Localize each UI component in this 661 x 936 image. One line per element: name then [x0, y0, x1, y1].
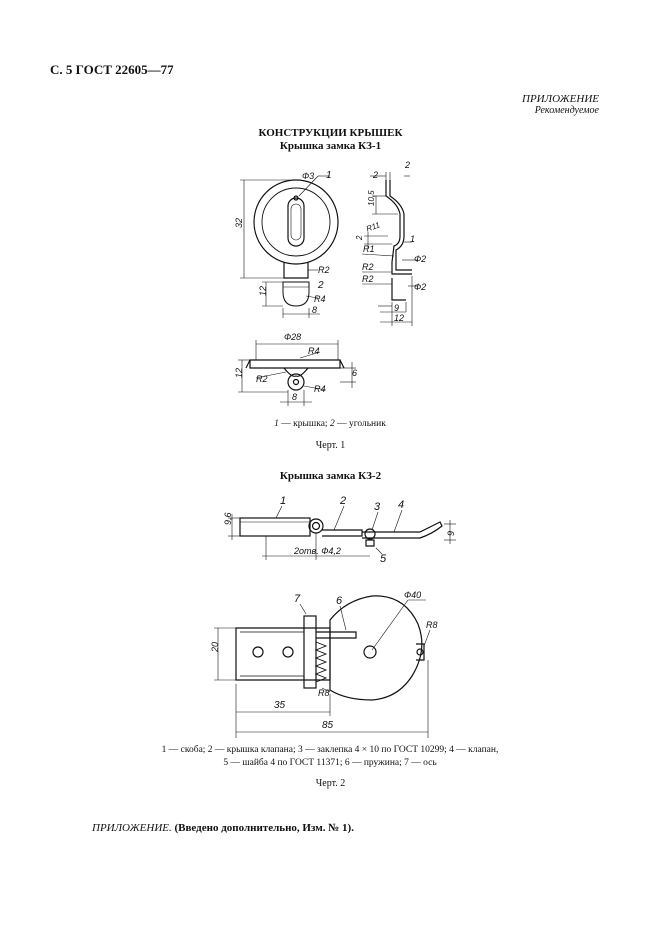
kz1-front-dims: [240, 175, 330, 318]
kz1-keyhole: [287, 197, 305, 247]
dim-85: 85: [322, 720, 334, 731]
figure1-legend: 1 — крышка; 2 — угольник: [274, 419, 386, 429]
dim-9: 9: [446, 531, 456, 536]
kz2-spring: [314, 641, 328, 683]
label-k4: 4: [398, 499, 404, 511]
kz2-spring-arm: [316, 631, 357, 639]
dim-12: 12: [258, 286, 268, 296]
dim-32: 32: [234, 218, 244, 228]
label-2: 2: [317, 280, 324, 291]
kz1-side-dims: [361, 172, 418, 326]
dim-f2b: Ф2: [414, 282, 426, 292]
dim-d3: Ф3: [302, 171, 314, 181]
footer-note: ПРИЛОЖЕНИЕ. (Введено дополнительно, Изм.…: [92, 822, 354, 834]
dim-12b: 12: [394, 313, 404, 323]
dim-r2a: R2: [318, 265, 330, 275]
dim-8: 8: [312, 305, 317, 315]
page-header: С. 5 ГОСТ 22605—77: [50, 62, 174, 77]
dim-9-6: 9,6: [223, 512, 233, 525]
section-title-block: КОНСТРУКЦИИ КРЫШЕК Крышка замка КЗ-1: [0, 127, 661, 153]
subtitle-kz1: Крышка замка КЗ-1: [279, 140, 382, 152]
dim-20: 20: [210, 642, 220, 653]
dim-f2a: Ф2: [414, 254, 426, 264]
dim-r4c: R4: [314, 384, 326, 394]
figure1-caption: Черт. 1: [315, 440, 346, 451]
dim-r2b: R2: [362, 262, 374, 272]
kz2-side-dims: [228, 505, 456, 560]
footer-label: ПРИЛОЖЕНИЕ.: [92, 822, 172, 834]
label-k1: 1: [280, 495, 286, 507]
dim-12c: 12: [234, 368, 244, 378]
kz1-front-view: [253, 179, 339, 307]
dim-9: 9: [394, 303, 399, 313]
appendix-status: Рекомендуемое: [534, 105, 599, 116]
dim-8b: 8: [292, 392, 297, 402]
kz1-cover-outer: [253, 179, 339, 265]
dim-holes: 2отв. Ф4,2: [293, 546, 341, 556]
kz2-axis: [303, 615, 317, 689]
dim-r2d: R2: [256, 374, 268, 384]
section-title: КОНСТРУКЦИИ КРЫШЕК: [258, 127, 403, 139]
kz2-top-dims: [214, 599, 431, 738]
subtitle-kz2: Крышка замка КЗ-2: [279, 470, 382, 482]
figure2-legend-line1: 1 — скоба; 2 — крышка клапана; 3 — закле…: [161, 745, 499, 755]
kz2-top-view: [235, 595, 425, 701]
dim-6: 6: [352, 368, 357, 378]
dim-d28: Ф28: [284, 332, 301, 342]
label-k5: 5: [380, 553, 387, 565]
appendix-block: ПРИЛОЖЕНИЕ Рекомендуемое: [522, 93, 599, 117]
kz2-valve: [329, 595, 423, 701]
dim-r8a: R8: [426, 620, 438, 630]
dim-d40: Ф40: [404, 590, 421, 600]
label-k3: 3: [374, 501, 381, 513]
dim-r4: R4: [314, 294, 326, 304]
kz1-side-view: [385, 180, 412, 301]
dim-r1: R1: [363, 244, 375, 254]
label-1b: 1: [410, 234, 415, 244]
dim-t2c: 2: [355, 235, 364, 241]
label-k7: 7: [294, 593, 301, 605]
appendix-title: ПРИЛОЖЕНИЕ: [522, 93, 599, 105]
figure2-legend: 1 — скоба; 2 — крышка клапана; 3 — закле…: [90, 744, 570, 770]
dim-10-5: 10,5: [367, 190, 376, 206]
kz2-side-view: [239, 517, 443, 547]
dim-r4b: R4: [308, 346, 320, 356]
label-k2: 2: [339, 495, 346, 507]
footer-text: (Введено дополнительно, Изм. № 1).: [174, 822, 354, 834]
dim-r8b: R8: [318, 688, 330, 698]
dim-t2b: 2: [404, 160, 410, 170]
dim-35: 35: [274, 700, 286, 711]
dim-r2c: R2: [362, 274, 374, 284]
label-k6: 6: [336, 595, 343, 607]
figure2-caption: Черт. 2: [315, 778, 346, 789]
figure2-legend-line2: 5 — шайба 4 по ГОСТ 11371; 6 — пружина; …: [223, 758, 437, 768]
kz1-section-dims: [238, 340, 356, 406]
label-1: 1: [326, 170, 332, 181]
dim-t2: 2: [372, 170, 378, 180]
